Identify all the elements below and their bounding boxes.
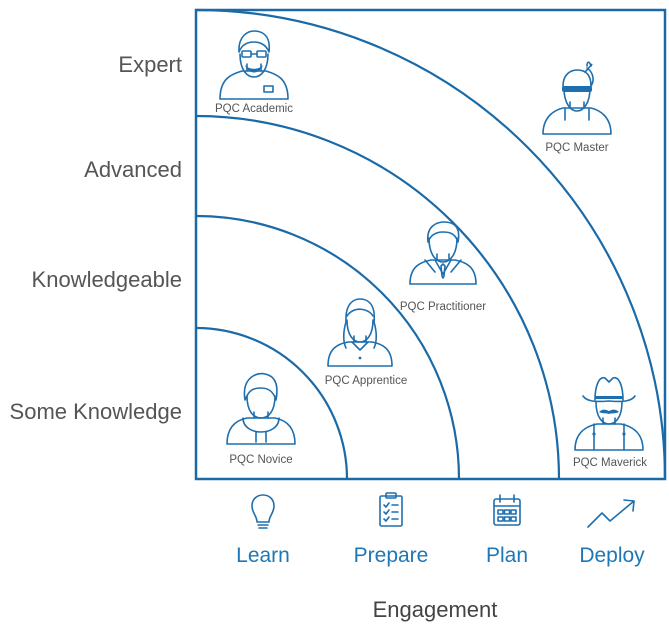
persona-label-novice: PQC Novice — [229, 454, 292, 466]
arc-expert — [195, 8, 667, 480]
academic-avatar-icon — [219, 30, 289, 100]
persona-label-academic: PQC Academic — [215, 103, 293, 115]
persona-label-practitioner: PQC Practitioner — [400, 301, 486, 313]
level-label-expert: Expert — [118, 52, 182, 77]
persona-practitioner: PQC Practitioner — [400, 221, 486, 313]
arc-advanced — [195, 114, 561, 480]
level-label-advanced: Advanced — [84, 157, 182, 182]
maverick-avatar-icon — [574, 377, 644, 451]
lightbulb-icon — [251, 494, 275, 529]
calendar-icon — [493, 494, 521, 526]
persona-label-master: PQC Master — [545, 142, 608, 154]
stage-label-deploy: Deploy — [579, 544, 645, 567]
practitioner-avatar-icon — [409, 221, 477, 285]
diagram-frame — [194, 8, 667, 481]
arc-some-knowledge — [195, 326, 349, 480]
axis-title-engagement: Engagement — [373, 597, 498, 622]
persona-novice: PQC Novice — [226, 372, 296, 466]
stage-label-learn: Learn — [236, 544, 290, 567]
apprentice-avatar-icon — [327, 298, 393, 367]
persona-label-maverick: PQC Maverick — [573, 457, 647, 469]
level-label-knowledgeable: Knowledgeable — [32, 267, 182, 292]
level-label-some-knowledge: Some Knowledge — [10, 399, 182, 424]
persona-master: PQC Master — [542, 61, 612, 154]
stage-label-prepare: Prepare — [354, 544, 429, 567]
clipboard-checklist-icon — [379, 492, 403, 527]
arc-knowledgeable — [195, 214, 461, 480]
trend-up-arrow-icon — [587, 499, 635, 528]
stage-label-plan: Plan — [486, 544, 528, 567]
persona-apprentice: PQC Apprentice — [325, 298, 407, 387]
persona-label-apprentice: PQC Apprentice — [325, 375, 407, 387]
master-avatar-icon — [542, 61, 612, 135]
persona-academic: PQC Academic — [215, 30, 293, 115]
novice-avatar-icon — [226, 372, 296, 445]
persona-maverick: PQC Maverick — [573, 377, 647, 469]
